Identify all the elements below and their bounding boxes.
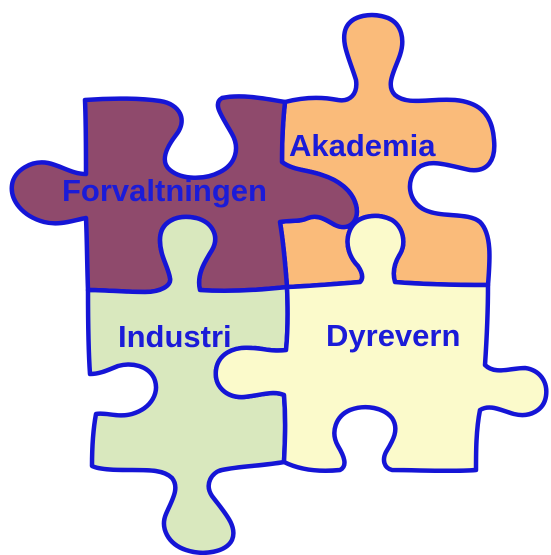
dyrevern-label: Dyrevern [326,318,460,353]
forvaltningen-label: Forvaltningen [62,173,267,208]
forvaltningen-piece [9,94,360,295]
dyrevern-piece [213,213,549,474]
akademia-label: Akademia [289,128,436,163]
industri-piece [85,214,290,555]
industri-label: Industri [118,319,232,354]
